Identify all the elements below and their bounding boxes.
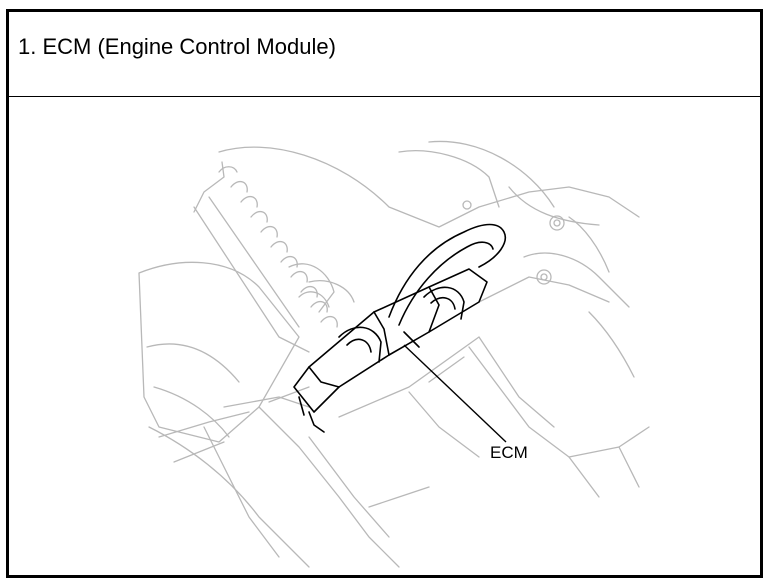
procedure-frame: 1. ECM (Engine Control Module) [6, 9, 763, 578]
ecm-location-figure: ECM [9, 97, 760, 575]
page-title: 1. ECM (Engine Control Module) [18, 34, 336, 59]
ecm-callout-label: ECM [490, 443, 528, 462]
header-row: 1. ECM (Engine Control Module) [9, 12, 760, 97]
engine-bay-illustration [138, 140, 650, 568]
ecm-unit-drawing [293, 223, 506, 433]
ecm-leader-line [403, 344, 507, 443]
